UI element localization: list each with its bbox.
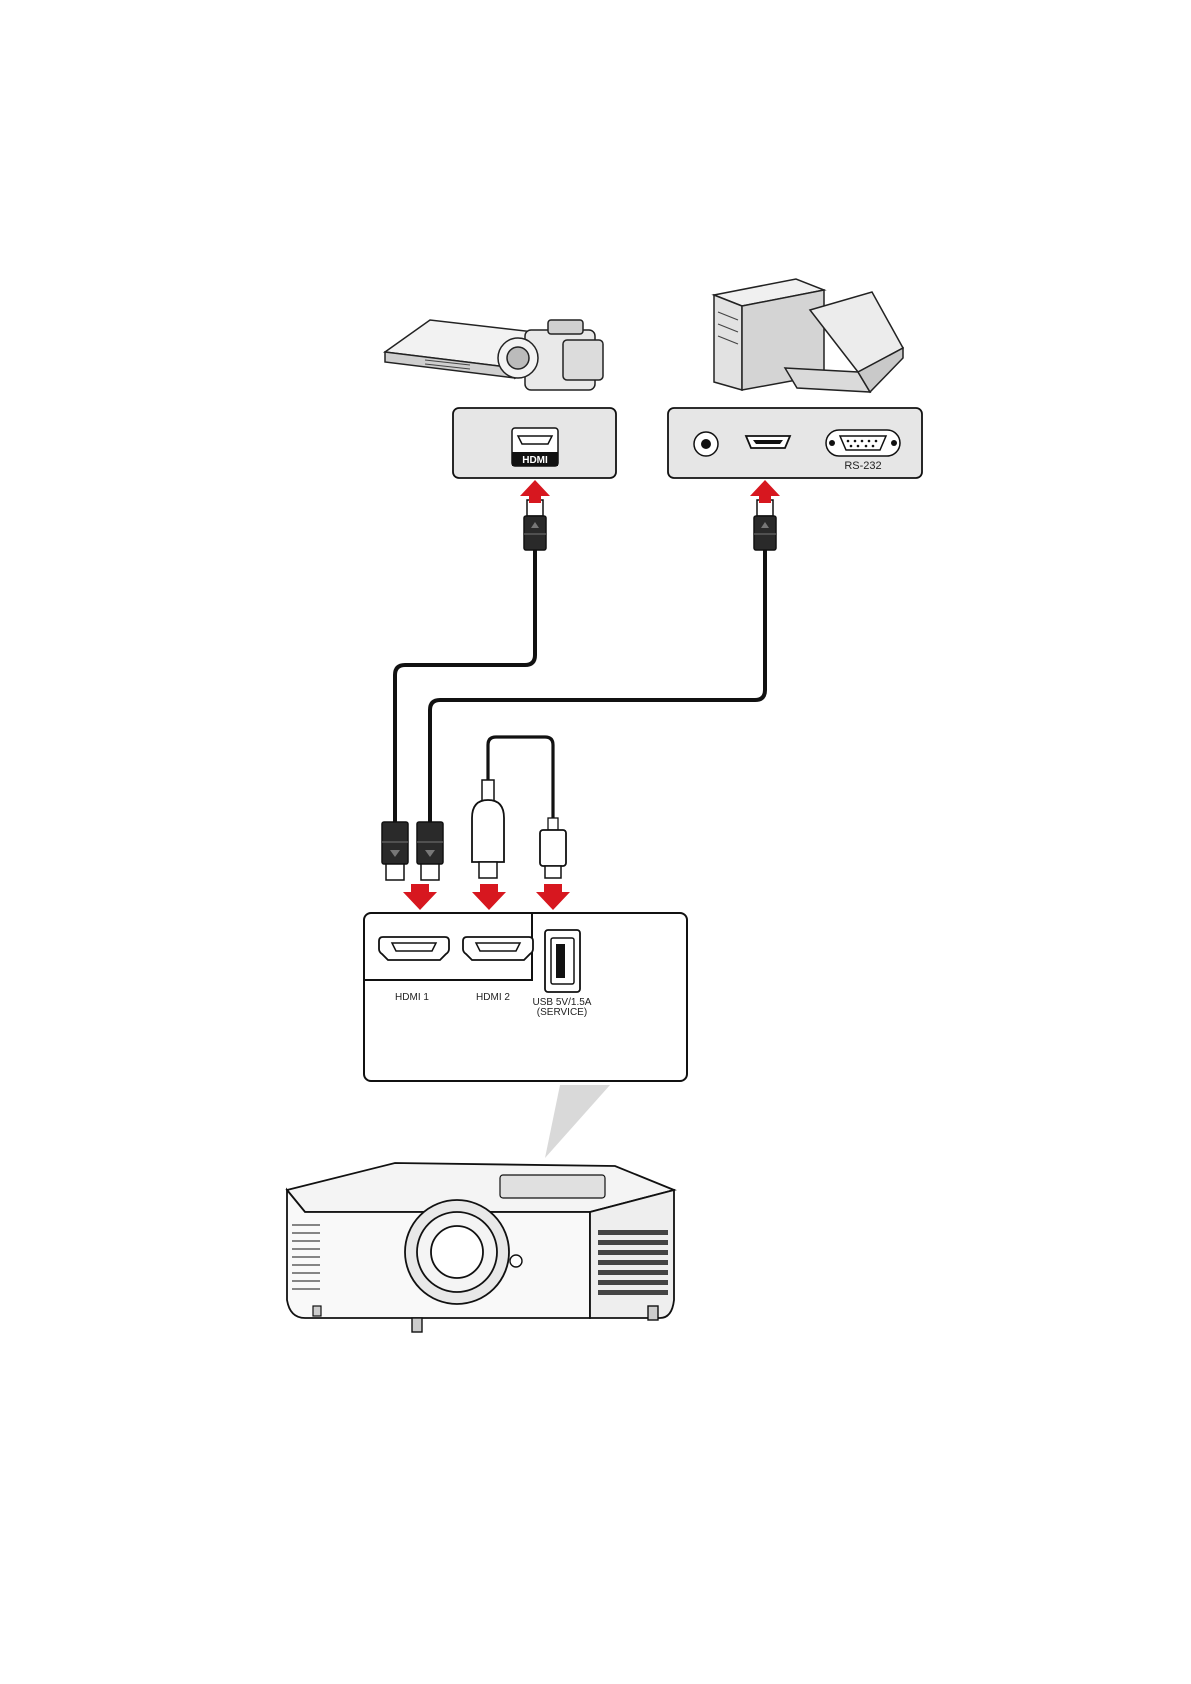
hdmi-port-icon [518, 436, 552, 444]
computer-devices: RS-232 [668, 279, 922, 478]
arrow-up-icon [750, 480, 780, 503]
arrow-down-icon [536, 884, 570, 910]
arrows-down [403, 884, 570, 910]
hdmi-plug-projector-2 [417, 822, 443, 880]
projector-rear-panel: HDMI 1 HDMI 2 USB 5V/1.5A (SERVICE) [364, 913, 687, 1081]
video-source-devices: HDMI [385, 320, 616, 478]
hdmi-cable-computer [430, 545, 765, 825]
ir-sensor-icon [510, 1255, 522, 1267]
hdmi-badge-label: HDMI [522, 455, 548, 466]
hdmi-plug-computer [754, 500, 776, 550]
usb-label-line2: (SERVICE) [537, 1007, 587, 1018]
foot-icon [313, 1306, 321, 1316]
arrows-up [520, 480, 780, 503]
source-hdmi-panel: HDMI [453, 408, 616, 478]
hdmi1-port-icon [379, 937, 449, 960]
usb-plug-icon [540, 818, 566, 878]
hdmi-port-icon [746, 436, 790, 448]
zoom-wedge [545, 1085, 610, 1158]
usb-port-icon [545, 930, 580, 992]
arrow-up-icon [520, 480, 550, 503]
hdmi-cable-source [395, 545, 535, 825]
rs232-label: RS-232 [844, 460, 881, 472]
audio-jack-icon [694, 432, 718, 456]
foot-icon [412, 1318, 422, 1332]
rs232-port-icon [826, 430, 900, 456]
hdmi-plug-projector-1 [382, 822, 408, 880]
computer-port-panel: RS-232 [668, 408, 922, 478]
arrow-down-icon [403, 884, 437, 910]
foot-icon [648, 1306, 658, 1320]
projector-icon [287, 1163, 674, 1332]
lens-icon [405, 1200, 509, 1304]
hdmi-plug-source [524, 500, 546, 550]
hdmi1-label: HDMI 1 [395, 992, 429, 1003]
hdmi2-port-icon [463, 937, 533, 960]
hdmi-dongle-icon [472, 780, 504, 878]
arrow-down-icon [472, 884, 506, 910]
hdmi-cables [395, 545, 765, 825]
hdmi2-label: HDMI 2 [476, 992, 510, 1003]
